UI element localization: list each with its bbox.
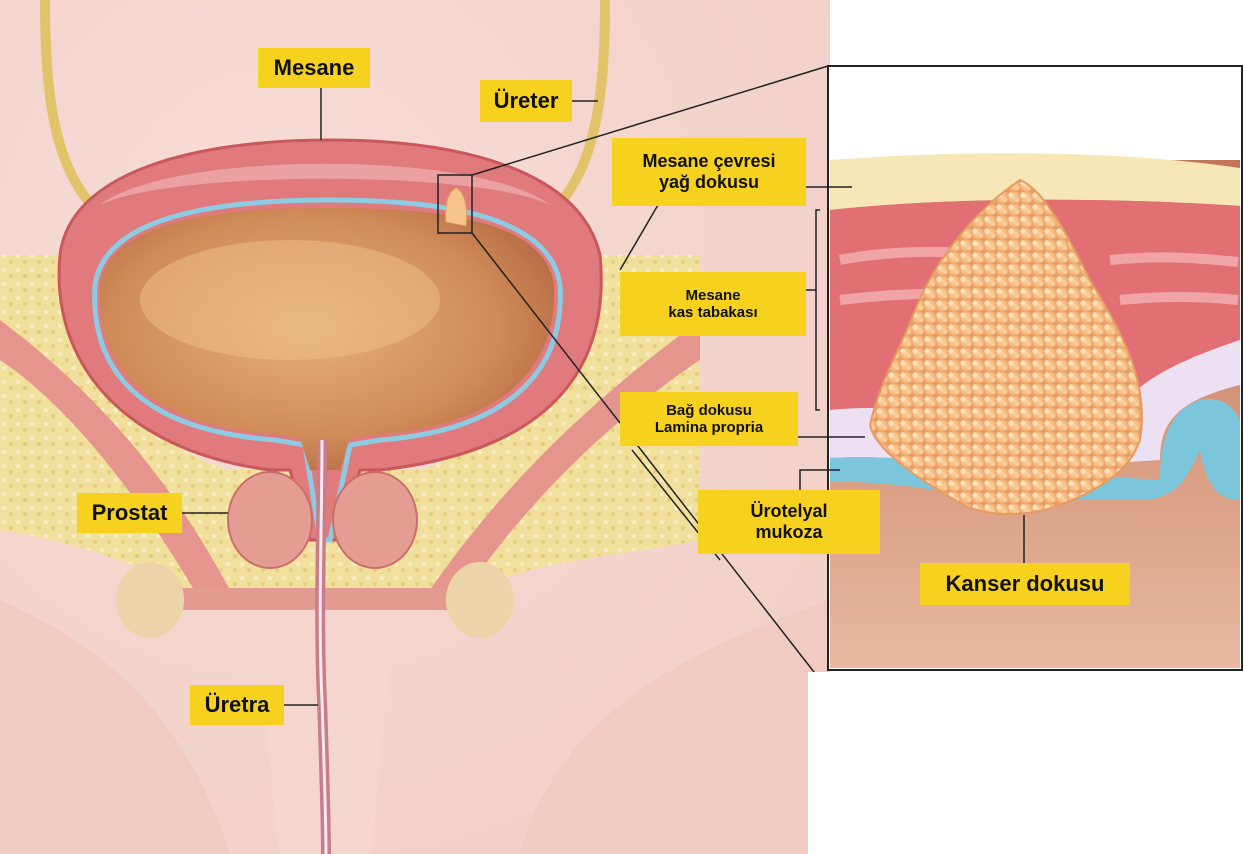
label-lamina-propria-line1: Bağ dokusu	[666, 401, 752, 419]
label-urothelial-mucosa-line2: mukoza	[755, 522, 823, 542]
zoom-line-top	[471, 65, 829, 176]
bulb-left	[116, 562, 184, 638]
label-ureter: Üreter	[480, 80, 572, 122]
bladder-tumor-small	[445, 187, 468, 227]
bulb-right	[446, 562, 514, 638]
label-muscle-layer-line1: Mesane	[685, 286, 741, 304]
urethra-inner	[318, 439, 328, 854]
inset-fat-layer	[830, 153, 1240, 210]
pelvic-floor-band	[180, 588, 480, 610]
label-lamina-propria: Bağ dokusu Lamina propria	[620, 392, 798, 446]
thigh-right	[520, 600, 830, 854]
label-prostat: Prostat	[77, 493, 182, 533]
label-lamina-propria-line2: Lamina propria	[654, 419, 764, 436]
urothelium-outline	[92, 197, 563, 543]
inset-tumor	[868, 178, 1143, 515]
label-muscle-layer: Mesane kas tabakası	[620, 272, 806, 336]
leader-lines	[182, 88, 1025, 706]
thigh-left	[0, 600, 230, 854]
label-perivesical-fat: Mesane çevresi yağ dokusu	[612, 138, 806, 206]
prostate-right-lobe	[332, 471, 418, 569]
label-urothelial-mucosa-line1: Ürotelyal	[750, 501, 828, 522]
lumen-highlight	[140, 240, 440, 360]
label-mesane: Mesane	[258, 48, 370, 88]
inset-panel	[808, 65, 1244, 854]
pelvic-muscle-right	[430, 320, 700, 600]
label-urothelial-mucosa: Ürotelyal mukoza	[698, 490, 880, 554]
label-cancer-tissue: Kanser dokusu	[920, 563, 1130, 605]
label-uretra: Üretra	[190, 685, 284, 725]
label-perivesical-fat-line2: yağ dokusu	[658, 172, 760, 192]
label-muscle-layer-line2: kas tabakası	[668, 304, 758, 321]
prostate-left-lobe	[227, 471, 313, 569]
bladder-dome	[100, 163, 550, 205]
zoom-box	[437, 174, 473, 234]
label-perivesical-fat-line1: Mesane çevresi	[642, 151, 776, 172]
zoom-line-bottom	[471, 232, 829, 691]
